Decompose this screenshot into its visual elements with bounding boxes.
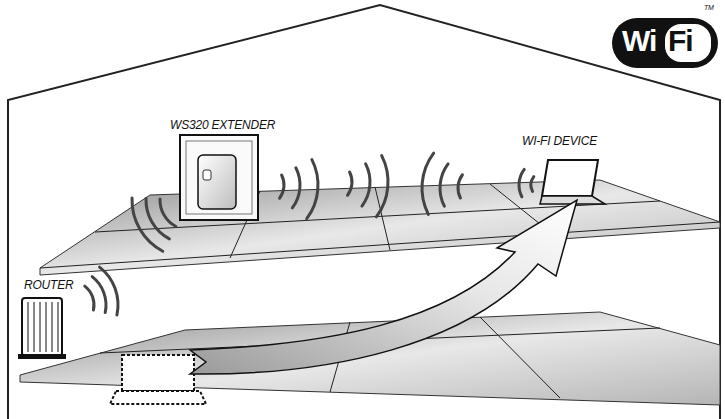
laptop-icon <box>540 160 605 204</box>
part-label: WS320 EXTENDER <box>170 118 275 132</box>
wifi-logo <box>612 18 718 68</box>
logo-text: Fi <box>668 24 693 58</box>
extender-icon <box>180 135 258 220</box>
trademark-mark: TM <box>704 4 714 11</box>
wave-arc <box>362 164 370 206</box>
wave-arc <box>458 175 462 198</box>
dashed-laptop <box>110 355 206 404</box>
wave-arc <box>280 175 284 198</box>
wave-arc <box>132 198 163 251</box>
wave-arc <box>292 168 300 208</box>
signal-arrow <box>190 200 577 374</box>
house-outline <box>8 5 720 419</box>
lower-floor <box>20 312 720 405</box>
part-label: WI-FI DEVICE <box>522 134 597 148</box>
wave-arc <box>92 277 106 313</box>
upper-floor <box>40 180 720 275</box>
wave-arc <box>422 153 434 214</box>
wave-arc <box>440 164 448 206</box>
part-label: ROUTER <box>24 278 73 292</box>
wave-arc <box>531 177 534 192</box>
wave-arc <box>348 172 352 195</box>
wave-arc <box>307 160 318 219</box>
wave-arc <box>100 267 118 315</box>
router-icon <box>18 298 66 359</box>
signal-waves <box>85 153 534 315</box>
wave-arc <box>519 169 524 196</box>
wave-arc <box>376 156 388 217</box>
wave-arc <box>160 199 176 227</box>
wave-arc <box>146 198 169 238</box>
wave-arc <box>85 286 94 310</box>
logo-text: Wi <box>622 24 656 58</box>
